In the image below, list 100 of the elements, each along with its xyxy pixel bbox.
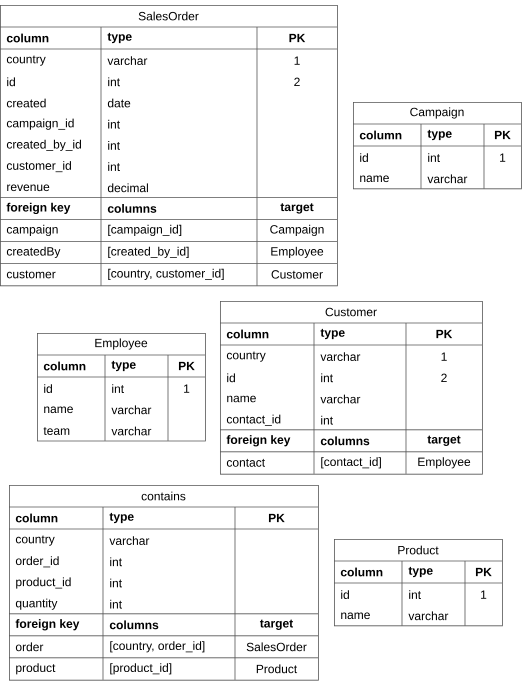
column-name: id [360, 153, 368, 162]
database-table [334, 539, 503, 626]
data-type: int [110, 600, 122, 609]
database-table [36, 333, 206, 442]
column-name: id [44, 384, 52, 394]
data-type: int [409, 590, 421, 599]
key-columns: [country, customer_id] [108, 268, 224, 280]
column-header: type [428, 130, 452, 140]
column-name: country [226, 351, 266, 362]
column-header: type [408, 566, 433, 578]
column-header: foreign key [226, 435, 290, 446]
data-type: int [108, 141, 120, 150]
key-number: 2 [441, 374, 447, 382]
column-header: column [360, 130, 402, 140]
data-type: int [428, 153, 440, 162]
foreign-key-name: contact [226, 458, 265, 467]
column-header: columns [110, 620, 158, 630]
key-columns: [contact_id] [321, 457, 381, 468]
column-name: id [227, 373, 235, 382]
database-table [0, 5, 338, 286]
database-table [352, 102, 522, 190]
foreign-key-name: order [16, 642, 44, 652]
key-columns: [campaign_id] [108, 224, 182, 236]
table-title: Employee [95, 338, 148, 350]
column-header: column [340, 568, 382, 576]
key-number: 1 [294, 56, 300, 65]
data-type: varchar [320, 394, 360, 404]
column-header: PK [289, 34, 306, 42]
column-header: target [427, 436, 460, 446]
column-name: customer_id [6, 161, 71, 172]
column-header: type [110, 512, 134, 524]
column-name: contact_id [226, 414, 280, 426]
table-title: Product [398, 546, 439, 554]
column-name: order_id [16, 556, 59, 568]
column-name: created [6, 98, 46, 108]
data-type: varchar [320, 352, 360, 362]
data-type: int [110, 578, 122, 588]
column-name: country [16, 535, 55, 546]
column-name: name [44, 406, 73, 414]
target-table: Employee [418, 457, 470, 468]
database-table [8, 485, 319, 681]
data-type: int [108, 77, 120, 86]
key-columns: [country, order_id] [110, 641, 204, 652]
data-type: varchar [427, 174, 468, 184]
foreign-key-name: createdBy [6, 246, 60, 258]
column-header: columns [320, 436, 370, 446]
column-header: column [44, 362, 86, 370]
data-type: int [110, 557, 122, 566]
database-table [220, 301, 483, 475]
table-title: SalesOrder [138, 12, 199, 20]
data-type: varchar [111, 426, 152, 436]
column-header: PK [268, 514, 285, 522]
data-type: varchar [109, 536, 150, 546]
column-header: PK [178, 362, 195, 370]
column-header: columns [108, 204, 156, 213]
target-table: Customer [272, 270, 323, 279]
column-name: product_id [16, 577, 71, 589]
data-type: int [112, 384, 124, 393]
column-name: revenue [7, 184, 50, 192]
data-type: varchar [107, 56, 148, 66]
column-header: PK [494, 130, 511, 140]
data-type: int [108, 120, 120, 129]
key-number: 1 [184, 384, 190, 393]
column-name: team [44, 427, 70, 435]
key-columns: [product_id] [110, 663, 172, 674]
column-name: country [6, 55, 46, 66]
column-header: PK [436, 330, 452, 338]
target-table: SalesOrder [246, 642, 307, 652]
key-number: 2 [294, 78, 300, 86]
foreign-key-name: campaign [6, 224, 58, 236]
data-type: int [108, 162, 120, 171]
column-header: target [280, 203, 314, 214]
column-header: foreign key [6, 202, 70, 214]
key-number: 1 [481, 590, 486, 599]
data-type: varchar [408, 611, 448, 620]
data-type: varchar [111, 405, 152, 414]
column-name: name [341, 612, 370, 620]
key-number: 1 [442, 352, 447, 361]
column-header: PK [476, 568, 492, 576]
foreign-key-name: product [16, 663, 56, 674]
table-title: Campaign [410, 107, 464, 119]
data-type: int [321, 373, 333, 382]
column-name: created_by_id [6, 140, 81, 151]
table-title: contains [142, 492, 186, 500]
target-table: Employee [271, 246, 324, 258]
key-number: 1 [500, 153, 506, 162]
column-name: campaign_id [6, 118, 74, 130]
key-columns: [created_by_id] [108, 246, 189, 258]
column-header: type [112, 360, 136, 372]
column-header: foreign key [16, 619, 80, 630]
foreign-key-name: customer [6, 270, 56, 278]
column-header: column [6, 34, 48, 42]
column-name: name [360, 176, 389, 182]
column-header: target [260, 620, 294, 630]
data-type: decimal [108, 183, 148, 192]
column-name: name [227, 396, 256, 402]
data-type: date [108, 98, 130, 108]
column-name: quantity [16, 598, 58, 610]
data-type: int [321, 416, 333, 425]
table-title: Customer [326, 308, 377, 316]
